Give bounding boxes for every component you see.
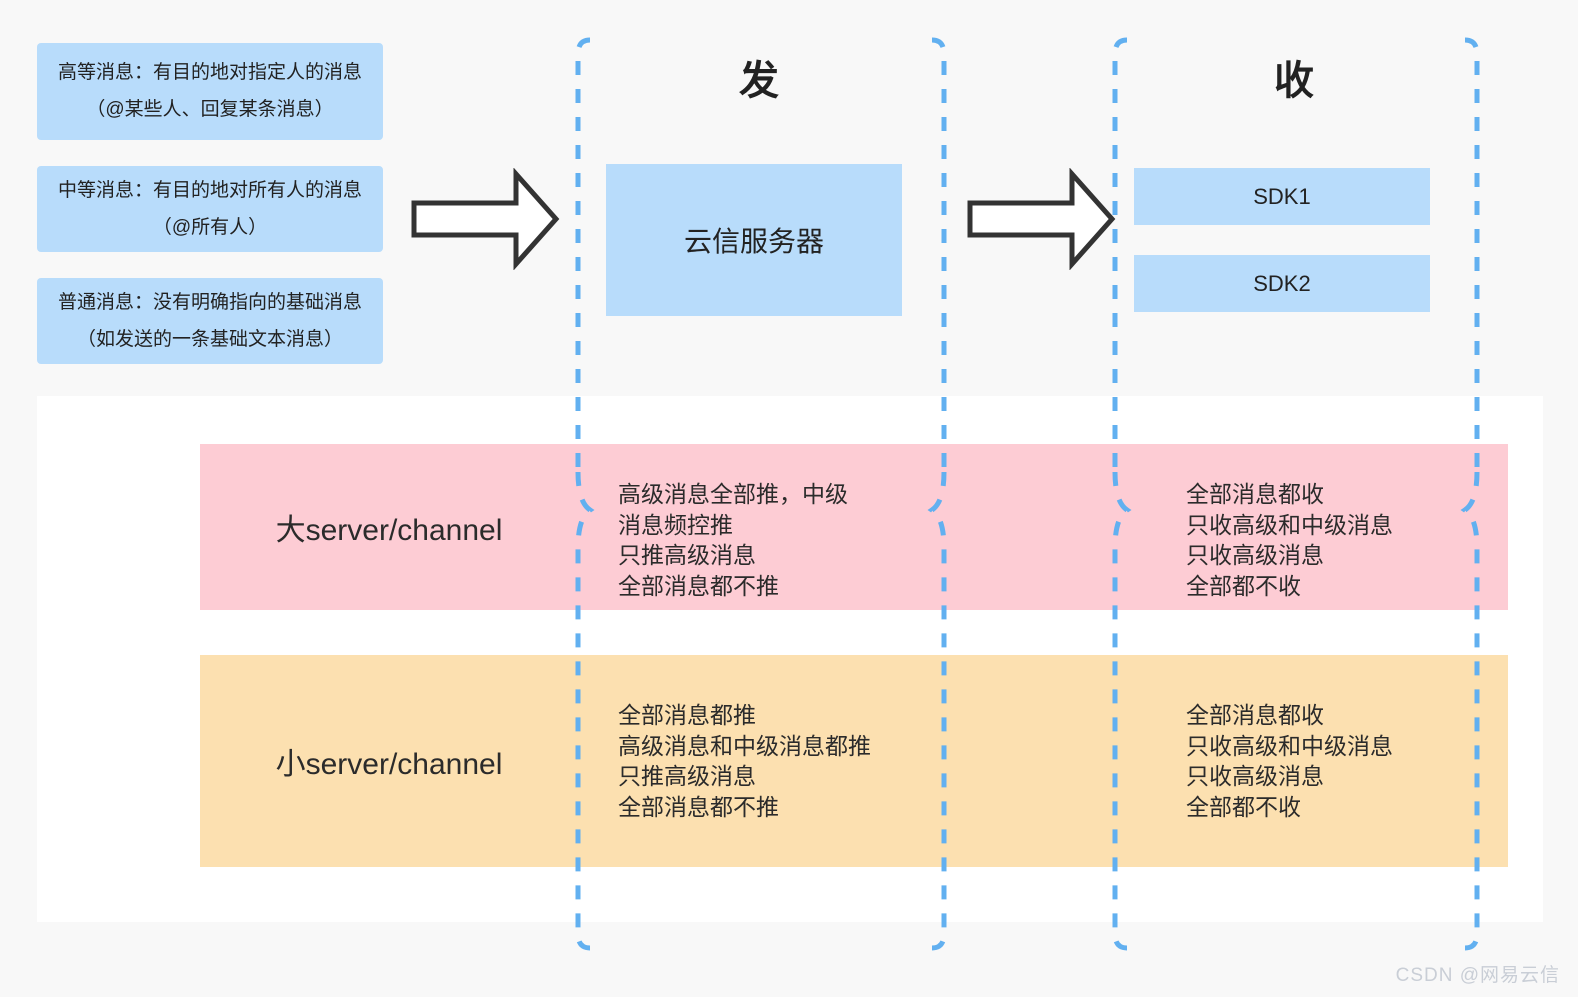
message-type-line1: 高等消息：有目的地对指定人的消息 <box>57 62 362 84</box>
row-title: 小server/channel <box>275 748 503 781</box>
row-big-server-channel: 大server/channel 高级消息全部推，中级 消息频控推 只推高级消息 … <box>200 444 1508 610</box>
arrow-right-icon <box>410 167 560 275</box>
row-send-rules: 全部消息都推 高级消息和中级消息都推 只推高级消息 全部消息都不推 <box>618 702 871 820</box>
column-header-send: 发 <box>739 59 779 103</box>
server-box: 云信服务器 <box>606 164 902 316</box>
sdk2-box: SDK2 <box>1134 255 1430 312</box>
row-send-rules: 高级消息全部推，中级 消息频控推 只推高级消息 全部消息都不推 <box>618 481 848 599</box>
arrow-right-icon <box>966 167 1116 275</box>
row-recv-rules: 全部消息都收 只收高级和中级消息 只收高级消息 全部都不收 <box>1186 702 1393 820</box>
row-recv-rules: 全部消息都收 只收高级和中级消息 只收高级消息 全部都不收 <box>1186 481 1393 599</box>
column-header-recv: 收 <box>1274 59 1314 103</box>
message-type-box-normal: 普通消息：没有明确指向的基础消息 （如发送的一条基础文本消息） <box>37 278 383 364</box>
message-type-line1: 中等消息：有目的地对所有人的消息 <box>57 179 362 201</box>
message-type-box-high: 高等消息：有目的地对指定人的消息 （@某些人、回复某条消息） <box>37 43 383 140</box>
message-type-line1: 普通消息：没有明确指向的基础消息 <box>57 291 362 313</box>
message-type-line2: （@所有人） <box>152 216 268 238</box>
message-type-box-medium: 中等消息：有目的地对所有人的消息 （@所有人） <box>37 166 383 252</box>
watermark: CSDN @网易云信 <box>1395 965 1560 986</box>
message-type-line2: （如发送的一条基础文本消息） <box>76 328 343 350</box>
message-type-line2: （@某些人、回复某条消息） <box>86 99 334 120</box>
sdk1-box: SDK1 <box>1134 168 1430 225</box>
row-small-server-channel: 小server/channel 全部消息都推 高级消息和中级消息都推 只推高级消… <box>200 655 1508 867</box>
row-title: 大server/channel <box>275 514 503 547</box>
